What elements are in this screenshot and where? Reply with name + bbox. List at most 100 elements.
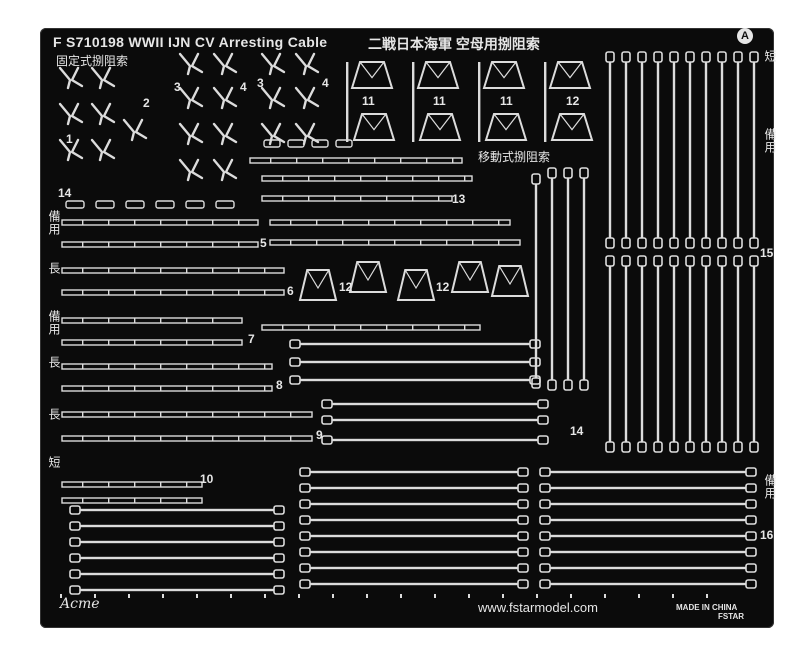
cable-bottom-left-3-end-left	[69, 553, 81, 563]
strip-13b-tick	[464, 176, 466, 181]
clip-top-2	[311, 139, 329, 148]
sprue-gate-5	[230, 594, 232, 598]
strip-9b-tick	[186, 436, 188, 441]
strip-13d-tick	[394, 220, 396, 225]
sheave-top-1	[416, 61, 460, 89]
strip-13e-tick	[420, 240, 422, 245]
strip-13d-tick	[472, 220, 474, 225]
vcable-upper-1-end-bottom	[621, 237, 631, 249]
vcable-upper-8-end-top	[733, 51, 743, 63]
sprue-gate-17	[638, 594, 640, 598]
strip-13c-tick	[386, 196, 388, 201]
strip-9b-tick	[238, 436, 240, 441]
label-long-c: 長	[47, 408, 61, 421]
strip-9b-tick	[160, 436, 162, 441]
cable-bottom-right-2-wire	[550, 502, 746, 506]
cable-bottom-mid-0-end-left	[299, 467, 311, 477]
sheave-top-0	[350, 61, 394, 89]
strip-mid-a-tick	[464, 325, 466, 330]
part-number-1: 1	[66, 132, 73, 146]
strip-7b-tick	[82, 340, 84, 345]
cable-bottom-mid-5-wire	[310, 550, 518, 554]
part-number-3b: 3	[257, 76, 264, 90]
vcable-lower-1-end-top	[621, 255, 631, 267]
sheave-top-post-0	[346, 62, 349, 142]
strip-13a-tick	[400, 158, 402, 163]
strip-10a	[61, 481, 203, 488]
strip-13c-tick	[438, 196, 440, 201]
cable-lower-1-wire	[332, 418, 538, 422]
cable-bottom-left-3-wire	[80, 556, 274, 560]
cable-bottom-mid-2-wire	[310, 502, 518, 506]
cable-bottom-left-2-wire	[80, 540, 274, 544]
strip-13b-tick	[334, 176, 336, 181]
label-spare-left: 備用	[47, 210, 61, 236]
vcable-lower-8-end-bottom	[733, 441, 743, 453]
strip-mid-a-tick	[360, 325, 362, 330]
cable-lower-2-wire	[332, 438, 538, 442]
strip-13e-tick	[290, 240, 292, 245]
cable-bottom-right-3-end-left	[539, 515, 551, 525]
vcable-upper-7-wire	[720, 62, 724, 238]
sprue-gate-9	[366, 594, 368, 598]
bracket-part-a-3	[90, 102, 116, 126]
strip-13a-tick	[270, 158, 272, 163]
made-in-label: MADE IN CHINA	[676, 603, 738, 612]
strip-6b-tick	[160, 290, 162, 295]
cable-lower-2-end-left	[321, 435, 333, 445]
cable-bottom-left-4-wire	[80, 572, 274, 576]
strip-13a-tick	[348, 158, 350, 163]
strip-6a-tick	[134, 268, 136, 273]
vcable-upper-2-end-bottom	[637, 237, 647, 249]
cable-bottom-right-3-end-right	[745, 515, 757, 525]
strip-13d-tick	[420, 220, 422, 225]
strip-13e-tick	[368, 240, 370, 245]
strip-9b-tick	[290, 436, 292, 441]
strip-13e-tick	[446, 240, 448, 245]
cable-bottom-right-0-wire	[550, 470, 746, 474]
fstar-logo-text: FSTAR	[718, 612, 745, 621]
bracket-part-a-6	[122, 118, 148, 142]
cable-mid-1-end-left	[289, 357, 301, 367]
bracket-part-a-5	[90, 138, 116, 162]
cable-bottom-mid-6-wire	[310, 566, 518, 570]
strip-8a-tick	[186, 364, 188, 369]
strip-6a-tick	[186, 268, 188, 273]
section-fixed-label: 固定式捌阻索	[56, 54, 129, 68]
strip-6b	[61, 289, 285, 296]
cable-mid-2-end-left	[289, 375, 301, 385]
strip-13d-tick	[498, 220, 500, 225]
cable-bottom-right-2-end-left	[539, 499, 551, 509]
strip-8b-tick	[264, 386, 266, 391]
strip-5b-tick	[134, 242, 136, 247]
cable-bottom-left-5-end-left	[69, 585, 81, 595]
cable-bottom-mid-6-end-left	[299, 563, 311, 573]
cable-bottom-right-7-wire	[550, 582, 746, 586]
bracket-part-b-9	[294, 52, 320, 76]
strip-7a-tick	[186, 318, 188, 323]
vcable-mobile-0-end-top	[547, 167, 557, 179]
strip-7b-tick	[108, 340, 110, 345]
cable-lower-1-end-right	[537, 415, 549, 425]
website-url: www.fstarmodel.com	[478, 600, 598, 615]
sheave-top-lower-2	[484, 113, 528, 141]
sheave-top-2-brace	[491, 61, 517, 79]
vcable-lower-9-end-bottom	[749, 441, 759, 453]
part-number-8: 8	[276, 378, 283, 392]
cable-bottom-left-1-end-right	[273, 521, 285, 531]
strip-9a-tick	[238, 412, 240, 417]
cable-bottom-mid-6-end-right	[517, 563, 529, 573]
bracket-part-b-8	[260, 52, 286, 76]
sheave-mid-2-brace	[404, 269, 428, 290]
vcable-lower-7-end-bottom	[717, 441, 727, 453]
strip-9a-tick	[212, 412, 214, 417]
vcable-mobile-extra-end-bottom	[531, 377, 541, 389]
sheave-top-lower-3	[550, 113, 594, 141]
strip-9b-tick	[212, 436, 214, 441]
vcable-lower-6-wire	[704, 266, 708, 442]
vcable-upper-0-end-top	[605, 51, 615, 63]
strip-13e-tick	[472, 240, 474, 245]
vcable-upper-3-wire	[656, 62, 660, 238]
vcable-lower-3-end-top	[653, 255, 663, 267]
part-number-15: 15	[760, 246, 774, 260]
